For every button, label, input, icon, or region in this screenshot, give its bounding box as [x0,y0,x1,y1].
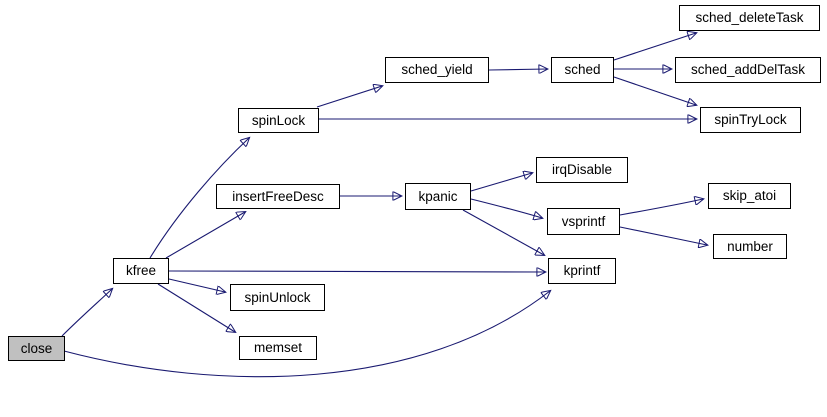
edge-kfree-to-spinLock [149,138,249,259]
node-sched_yield[interactable]: sched_yield [385,57,489,83]
node-spinLock[interactable]: spinLock [238,108,319,133]
node-skip_atoi[interactable]: skip_atoi [708,183,791,209]
node-irqDisable[interactable]: irqDisable [536,157,628,183]
edge-kfree-to-spinUnlock [168,278,225,292]
node-insertFreeDesc[interactable]: insertFreeDesc [216,184,340,209]
node-sched[interactable]: sched [551,57,614,83]
node-sched_addDelTask[interactable]: sched_addDelTask [675,57,821,83]
edge-vsprintf-to-number [619,226,707,245]
edge-kfree-to-insertFreeDesc [165,212,245,259]
edge-kfree-to-kprintf [168,271,545,272]
node-close: close [8,336,65,361]
edge-kfree-to-memset [157,283,235,332]
node-spinTryLock[interactable]: spinTryLock [700,107,801,133]
node-number[interactable]: number [713,234,787,259]
edge-close-to-kprintf [63,291,550,378]
node-vsprintf[interactable]: vsprintf [547,208,620,235]
node-sched_deleteTask[interactable]: sched_deleteTask [679,5,820,31]
node-kpanic[interactable]: kpanic [405,183,471,210]
edge-kpanic-to-kprintf [462,209,544,255]
edge-spinLock-to-sched_yield [316,86,382,108]
node-kfree[interactable]: kfree [113,258,169,284]
edge-close-to-kfree [61,289,112,337]
edge-sched-to-sched_deleteTask [613,33,696,61]
node-spinUnlock[interactable]: spinUnlock [230,284,325,311]
edge-kpanic-to-vsprintf [470,198,542,218]
node-memset[interactable]: memset [239,336,317,360]
edge-sched-to-spinTryLock [613,76,696,105]
node-kprintf[interactable]: kprintf [548,258,616,284]
edge-kpanic-to-irqDisable [470,173,532,192]
edge-vsprintf-to-skip_atoi [619,199,703,216]
edge-sched_yield-to-sched [488,69,547,70]
